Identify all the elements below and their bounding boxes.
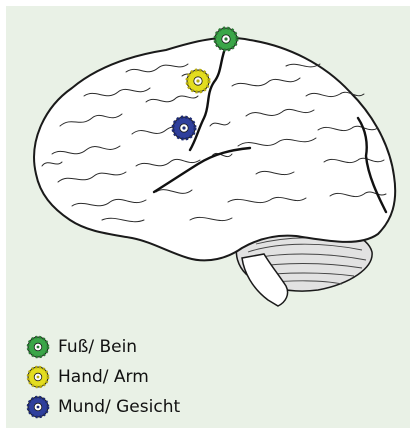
legend: Fuß/ Bein Hand/ Arm Mund/ Gesicht <box>26 332 180 422</box>
legend-label: Mund/ Gesicht <box>58 397 180 417</box>
cerebrum-outline <box>34 38 395 260</box>
figure-panel: Fuß/ Bein Hand/ Arm Mund/ Gesicht <box>6 6 410 428</box>
brain-diagram <box>6 6 410 316</box>
legend-item-foot-leg: Fuß/ Bein <box>26 332 180 362</box>
legend-label: Fuß/ Bein <box>58 337 137 357</box>
legend-item-hand-arm: Hand/ Arm <box>26 362 180 392</box>
marker-mouth-face <box>173 117 195 139</box>
legend-item-mouth-face: Mund/ Gesicht <box>26 392 180 422</box>
blue-gear-marker-icon <box>26 395 50 419</box>
yellow-gear-marker-icon <box>26 365 50 389</box>
marker-hand-arm <box>187 70 209 92</box>
marker-foot-leg <box>215 28 237 50</box>
green-gear-marker-icon <box>26 335 50 359</box>
legend-label: Hand/ Arm <box>58 367 149 387</box>
